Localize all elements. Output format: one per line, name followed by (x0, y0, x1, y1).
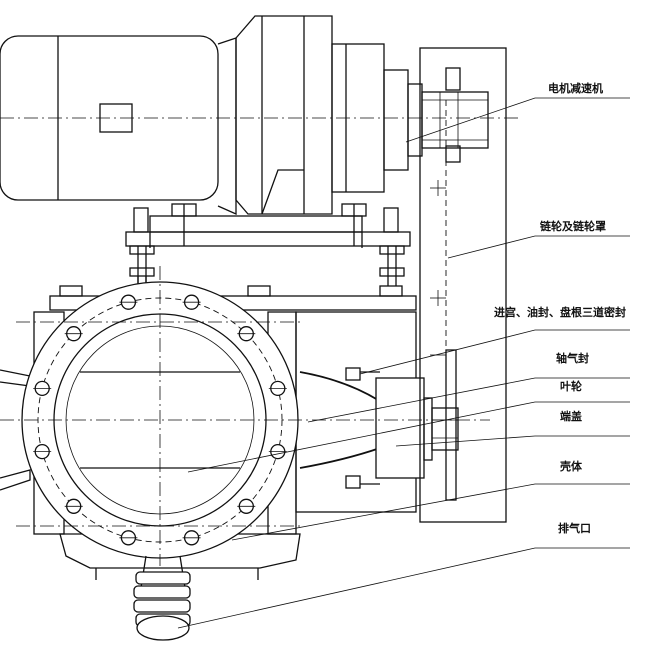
mount-plate (125, 215, 411, 248)
bottom-base (59, 533, 301, 580)
bolt-right (341, 203, 405, 286)
label-shaft-seal: 轴气封 (556, 351, 589, 365)
leader-lines (177, 97, 630, 629)
motor (0, 35, 237, 216)
label-impeller: 叶轮 (560, 379, 582, 393)
flange-bolt-holes (33, 294, 287, 546)
exhaust-port (133, 555, 191, 641)
label-motor-reducer: 电机减速机 (548, 81, 603, 95)
label-housing: 壳体 (559, 459, 583, 473)
label-seal: 进宫、油封、盘根三道密封 (494, 305, 626, 319)
label-sprocket-cover: 链轮及链轮罩 (540, 219, 606, 233)
shaft-assembly (375, 377, 459, 479)
label-end-cover: 端盖 (560, 409, 582, 423)
sprocket-cover (419, 47, 507, 523)
labels: 电机减速机 链轮及链轮罩 进宫、油封、盘根三道密封 轴气封 叶轮 端盖 壳体 排… (494, 81, 626, 535)
label-exhaust-port: 排气口 (558, 521, 591, 535)
bolt-mid (171, 203, 197, 246)
reducer (235, 15, 489, 215)
